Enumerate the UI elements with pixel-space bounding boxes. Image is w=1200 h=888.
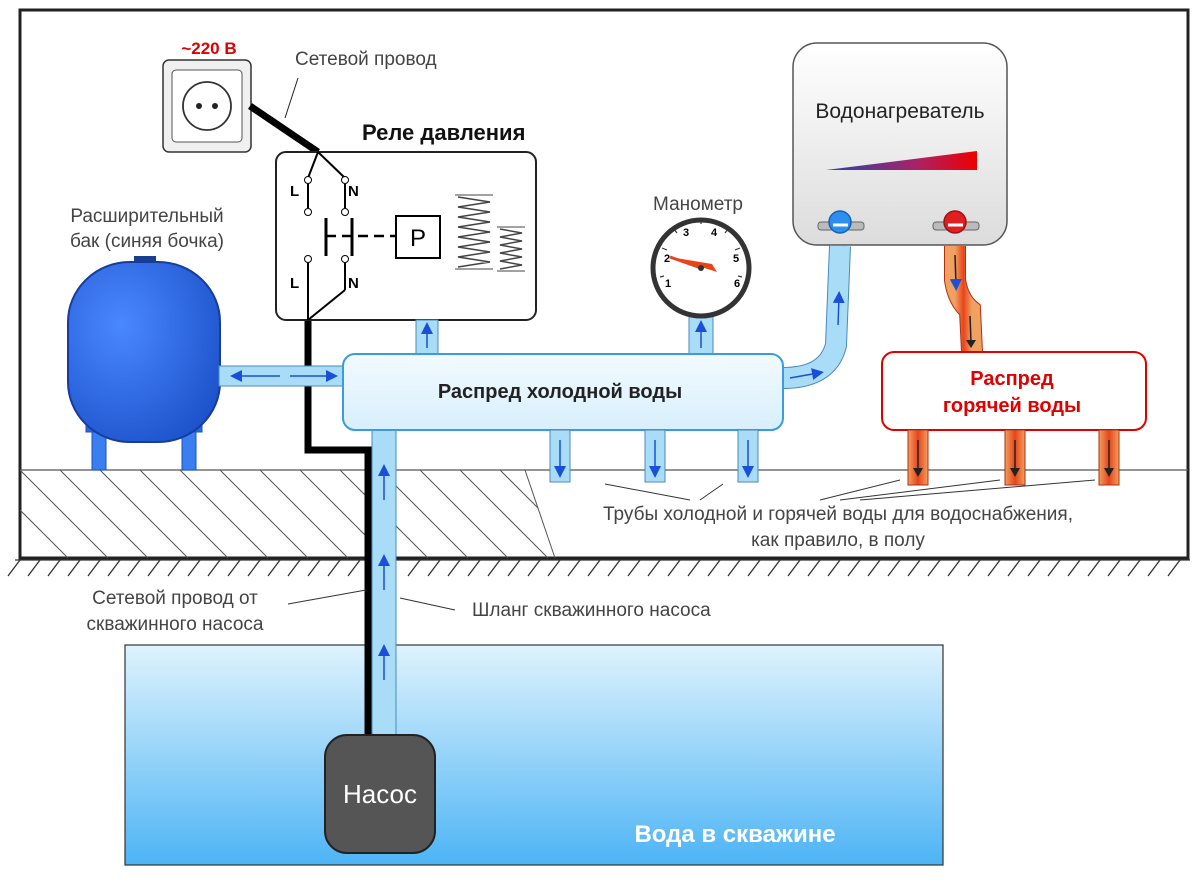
gauge-tick-4: 4 <box>711 227 718 239</box>
relay-n-bottom: N <box>348 275 359 292</box>
heater-hot-pipe <box>944 246 983 353</box>
pump-hose <box>371 419 397 746</box>
relay-pipe <box>415 319 439 357</box>
pipes-label-1: Трубы холодной и горячей воды для водосн… <box>603 504 1073 525</box>
well-water <box>124 644 944 866</box>
relay-l-top: L <box>290 183 299 200</box>
expansion-tank-label-1: Расширительный <box>70 206 223 227</box>
ground-line <box>7 559 1190 577</box>
network-wire-label: Сетевой провод <box>295 49 437 70</box>
pump-hose-label: Шланг скважинного насоса <box>472 600 711 621</box>
relay-n-top: N <box>348 183 359 200</box>
pump-wire-leader <box>287 589 367 605</box>
socket-voltage: ~220 В <box>181 39 236 58</box>
gauge-tick-3: 3 <box>683 227 689 239</box>
pressure-relay-title: Реле давления <box>362 120 525 145</box>
house-frame <box>18 8 1190 560</box>
well-water-label: Вода в скважине <box>634 821 835 848</box>
water-heater-label: Водонагреватель <box>815 100 984 123</box>
tank-pipe <box>218 365 344 387</box>
expansion-tank <box>67 256 221 471</box>
pipes-label-2: как правило, в полу <box>751 530 925 551</box>
gauge-tick-2: 2 <box>664 253 670 265</box>
network-wire <box>248 103 320 155</box>
pipes-leader-lines <box>604 479 1096 501</box>
water-heater <box>792 42 1008 246</box>
gauge-tick-6: 6 <box>734 278 740 290</box>
pump-hose-leader <box>399 597 456 611</box>
cold-manifold-label: Распред холодной воды <box>438 381 682 403</box>
hot-manifold-label-2: горячей воды <box>943 395 1081 417</box>
relay-p-box-label: P <box>410 225 426 252</box>
pump-wire-label-2: скважинного насоса <box>87 614 264 635</box>
power-socket <box>162 59 252 153</box>
gauge-tick-5: 5 <box>733 253 739 265</box>
cold-outlet-pipes <box>549 429 759 483</box>
expansion-tank-label-2: бак (синяя бочка) <box>70 231 224 252</box>
hot-outlet-pipes <box>907 429 1120 486</box>
manometer-label: Манометр <box>653 194 743 215</box>
relay-l-bottom: L <box>290 275 299 292</box>
pump: Насос <box>324 734 436 854</box>
hot-manifold <box>881 351 1147 431</box>
pressure-relay <box>275 151 537 321</box>
gauge-tick-1: 1 <box>665 278 671 290</box>
hot-manifold-label-1: Распред <box>970 368 1054 390</box>
manometer <box>650 217 752 357</box>
gauge-minor-ticks <box>659 219 743 278</box>
heater-cold-pipe <box>782 245 851 389</box>
pump-label: Насос <box>343 779 417 809</box>
pump-wire-label-1: Сетевой провод от <box>92 588 258 609</box>
